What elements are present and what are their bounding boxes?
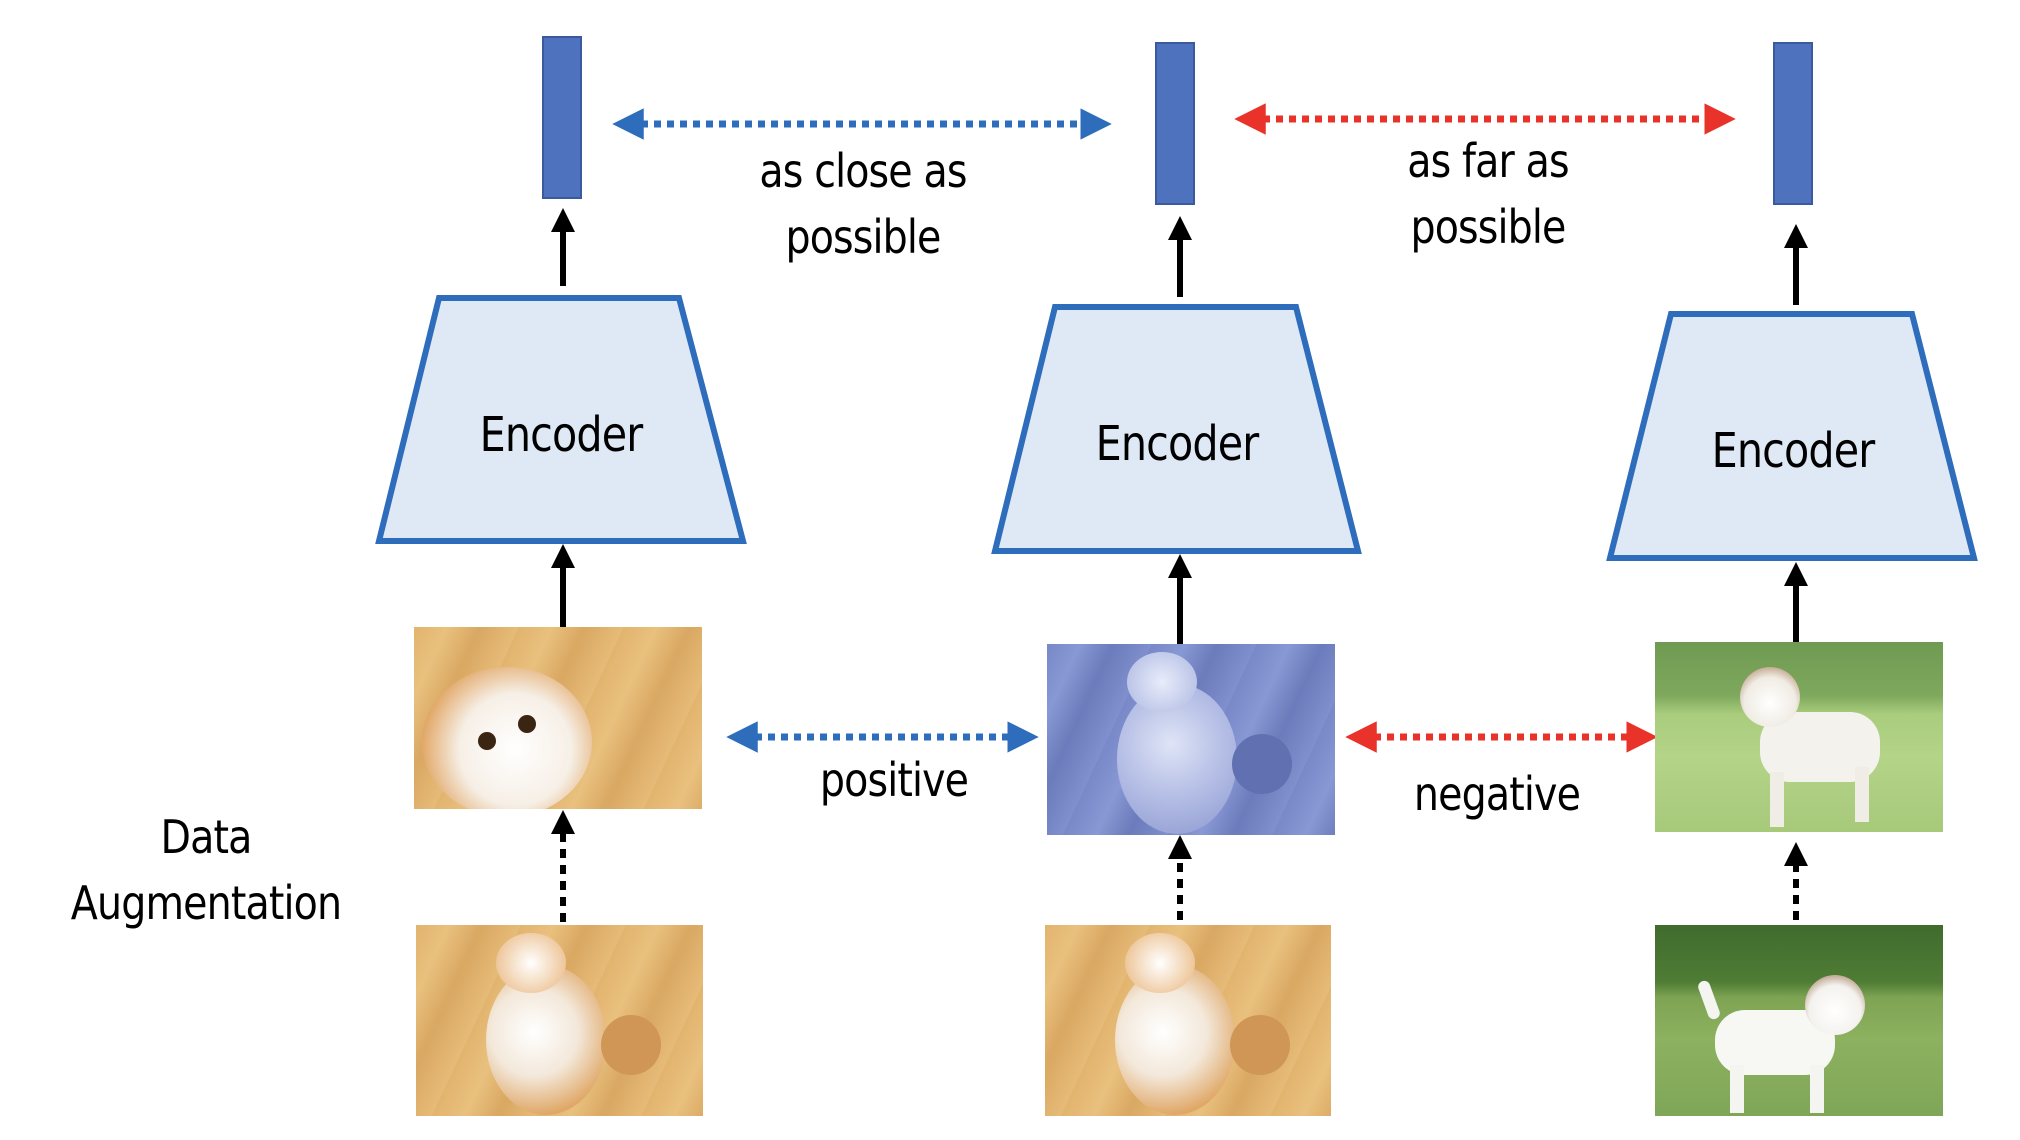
encoder-anchor: [375, 295, 747, 544]
cat-head-icon: [496, 933, 566, 993]
far-label-line2: possible: [1410, 200, 1566, 254]
close-label-line2: possible: [785, 210, 941, 264]
cat-eye-icon: [478, 732, 496, 750]
embedding-vector-negative: [1773, 42, 1813, 205]
close-label: as close as possible: [734, 148, 992, 260]
augmented-image-positive: [1047, 644, 1335, 835]
cat-head-icon: [422, 667, 592, 809]
augmented-image-anchor: [414, 627, 702, 809]
source-image-negative: [1655, 925, 1943, 1116]
augmented-image-negative: [1655, 642, 1943, 832]
data-augmentation-line2: Augmentation: [70, 876, 342, 930]
embedding-vector-anchor: [542, 36, 582, 199]
cat-eye-icon: [518, 715, 536, 733]
far-label: as far as possible: [1359, 138, 1617, 250]
cat-tail-icon: [1232, 734, 1292, 794]
cat-tail-icon: [601, 1015, 661, 1075]
positive-label: positive: [819, 753, 969, 807]
cat-tail-icon: [1230, 1015, 1290, 1075]
encoder-label-negative: Encoder: [1711, 423, 1876, 479]
cat-head-icon: [1127, 652, 1197, 712]
close-label-line1: as close as: [759, 144, 967, 198]
source-image-anchor: [416, 925, 703, 1116]
encoder-label-positive: Encoder: [1095, 416, 1260, 472]
source-image-positive: [1045, 925, 1331, 1116]
embedding-vector-positive: [1155, 42, 1195, 205]
data-augmentation-line1: Data: [160, 810, 252, 864]
dog-leg-icon: [1730, 1065, 1744, 1113]
dog-leg-icon: [1855, 767, 1869, 822]
encoder-negative: [1606, 311, 1978, 561]
dog-tail-icon: [1696, 979, 1722, 1021]
far-label-line1: as far as: [1407, 134, 1569, 188]
encoder-positive: [991, 304, 1362, 554]
encoder-label-anchor: Encoder: [479, 407, 644, 463]
dog-head-icon: [1740, 667, 1800, 727]
cat-head-icon: [1125, 933, 1195, 993]
negative-label: negative: [1413, 767, 1581, 821]
dog-leg-icon: [1770, 772, 1784, 827]
dog-leg-icon: [1810, 1065, 1824, 1113]
dog-head-icon: [1805, 975, 1865, 1035]
data-augmentation-label: Data Augmentation: [60, 814, 352, 926]
